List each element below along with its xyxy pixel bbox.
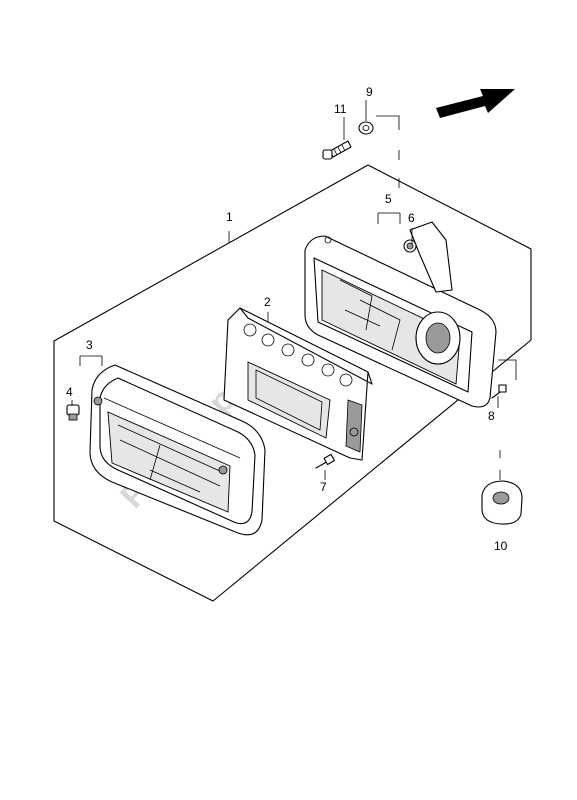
- callout-8: 8: [488, 409, 495, 423]
- callout-4: 4: [66, 385, 73, 399]
- callout-3: 3: [86, 338, 93, 352]
- inner-housing: [223, 307, 373, 461]
- callout-6: 6: [408, 211, 415, 225]
- headlamp-lens-rim: [89, 364, 266, 536]
- callout-11: 11: [334, 102, 347, 116]
- callout-1: 1: [226, 210, 233, 224]
- callout-2: 2: [264, 295, 271, 309]
- front-direction-arrow-icon: [436, 89, 515, 118]
- headlamp-case: [304, 221, 497, 408]
- callout-10: 10: [494, 539, 508, 553]
- callout-7: 7: [320, 480, 327, 494]
- washer-9: [358, 121, 374, 135]
- callout-5: 5: [385, 192, 392, 206]
- bolt-11: [322, 140, 352, 160]
- assembly-boundary: [53, 164, 532, 602]
- callout-labels: 1 2 3 4 5 6 7 8 9 10 11: [66, 85, 508, 553]
- rim-screw: [66, 404, 80, 421]
- rubber-cap-10: [481, 480, 523, 525]
- callout-9: 9: [366, 85, 373, 99]
- screw-8: [491, 384, 507, 399]
- leader-lines: [71, 100, 517, 480]
- adjust-screw-7: [315, 453, 336, 469]
